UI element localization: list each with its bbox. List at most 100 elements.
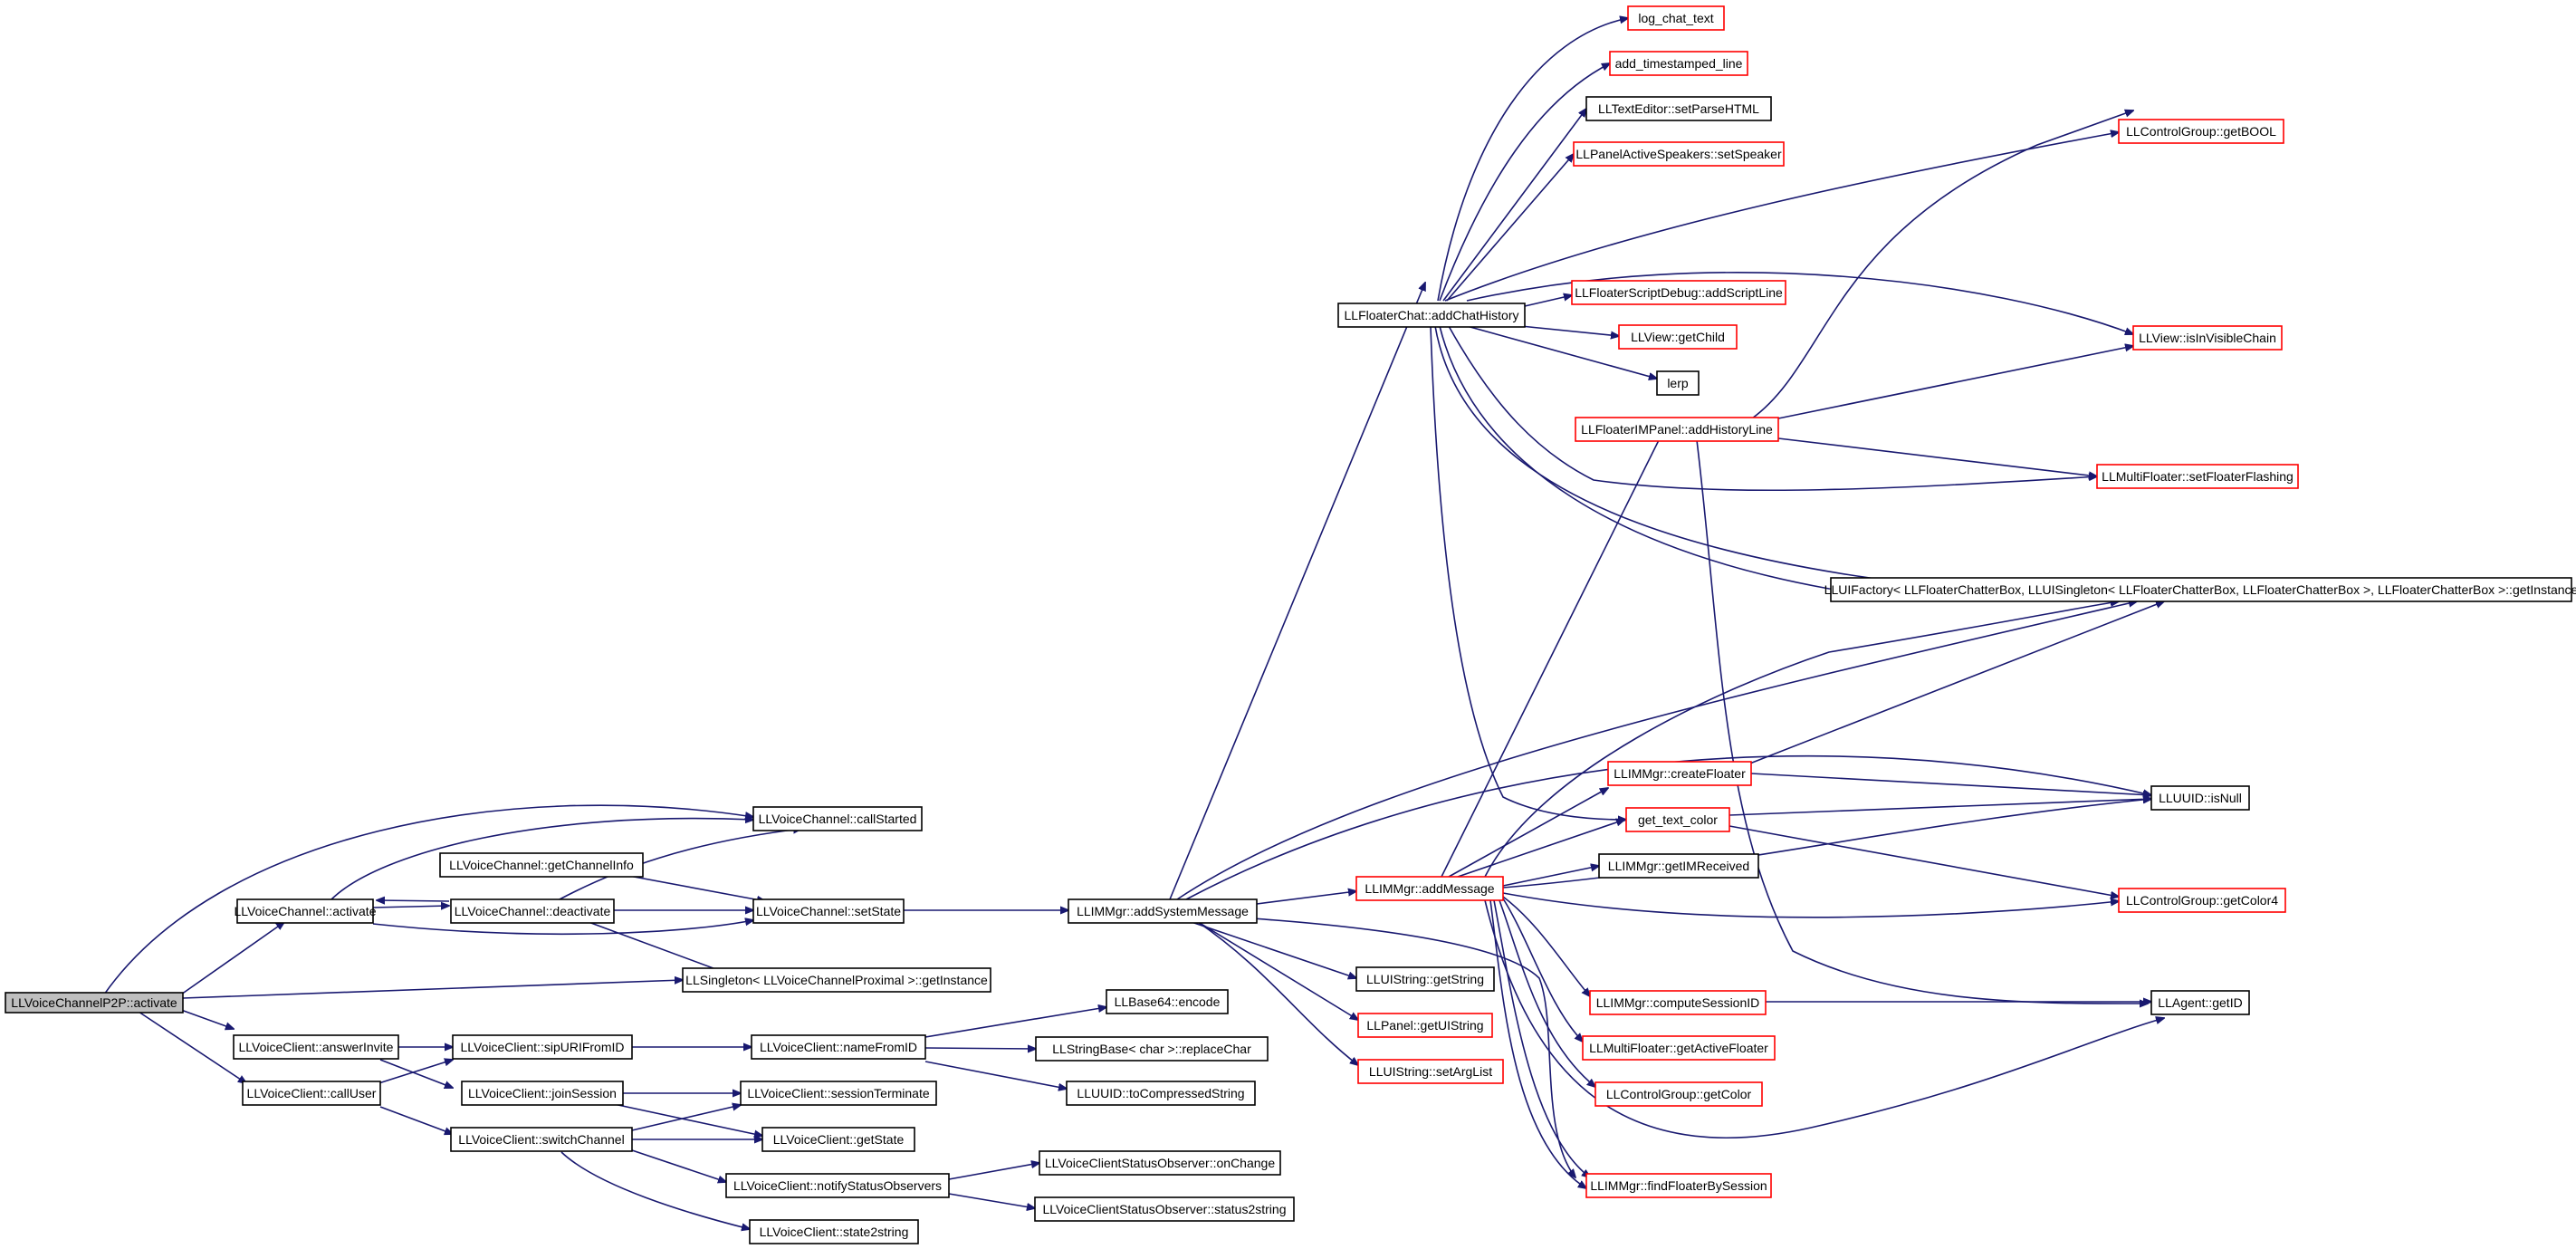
edge [180,922,284,995]
node-fimp-addhistoryline[interactable]: LLFloaterIMPanel::addHistoryLine [1575,417,1779,442]
edge [1194,919,1358,1065]
node-label: log_chat_text [1638,11,1713,25]
node-view-isinvisiblechain[interactable]: LLView::isInVisibleChain [2132,325,2283,351]
edge [1499,899,1595,1087]
edge [1489,899,1586,1188]
node-vcl-switchchannel[interactable]: LLVoiceClient::switchChannel [450,1127,633,1152]
node-agent-getid[interactable]: LLAgent::getID [2150,990,2250,1015]
node-fsd-addscriptline[interactable]: LLFloaterScriptDebug::addScriptLine [1571,280,1786,305]
node-label: LLVoiceClientStatusObserver::onChange [1045,1156,1275,1170]
node-vc-getchannelinfo[interactable]: LLVoiceChannel::getChannelInfo [439,852,644,878]
node-vcl-calluser[interactable]: LLVoiceClient::callUser [242,1081,381,1106]
node-vc-callstarted[interactable]: LLVoiceChannel::callStarted [752,806,923,831]
node-label: LLIMMgr::getIMReceived [1608,859,1749,873]
node-view-getchild[interactable]: LLView::getChild [1618,324,1738,350]
node-stringbase-replacechar[interactable]: LLStringBase< char >::replaceChar [1035,1036,1269,1062]
node-vc-activate[interactable]: LLVoiceChannel::activate [235,898,377,924]
node-cg-getbool[interactable]: LLControlGroup::getBOOL [2118,119,2284,144]
node-mf-setfloaterflashing[interactable]: LLMultiFloater::setFloaterFlashing [2096,464,2299,489]
node-vcl-state2string[interactable]: LLVoiceClient::state2string [749,1219,919,1244]
node-label: LLVoiceClient::nameFromID [760,1040,917,1054]
node-im-getimreceived[interactable]: LLIMMgr::getIMReceived [1598,853,1759,879]
node-vcl-sessionterminate[interactable]: LLVoiceClient::sessionTerminate [740,1081,937,1106]
node-mf-getactivefloater[interactable]: LLMultiFloater::getActiveFloater [1582,1035,1776,1061]
edge [924,1007,1106,1038]
node-label: LLUIString::setArgList [1369,1064,1492,1079]
edge [1747,601,2164,765]
node-cg-getcolor[interactable]: LLControlGroup::getColor [1594,1081,1763,1107]
node-te-setparsehtml[interactable]: LLTextEditor::setParseHTML [1585,96,1772,121]
node-label: LLTextEditor::setParseHTML [1598,101,1759,116]
node-root[interactable]: LLVoiceChannelP2P::activate [5,992,184,1014]
node-lerp[interactable]: lerp [1656,370,1700,396]
edge [1777,346,2133,419]
node-label: LLPanel::getUIString [1366,1018,1483,1033]
node-label: LLUUID::toCompressedString [1077,1086,1244,1100]
edge [1751,110,2133,419]
node-im-findfloaterbysession[interactable]: LLIMMgr::findFloaterBySession [1585,1173,1772,1198]
node-uistring-setarglist[interactable]: LLUIString::setArgList [1357,1059,1504,1084]
edge [1169,283,1425,900]
node-label: LLMultiFloater::setFloaterFlashing [2102,469,2294,484]
node-vcl-getstate[interactable]: LLVoiceClient::getState [761,1127,915,1152]
node-im-addmessage[interactable]: LLIMMgr::addMessage [1355,876,1504,901]
node-uuid-tocompressedstring[interactable]: LLUUID::toCompressedString [1066,1081,1256,1106]
edge [1502,896,1590,996]
edge [372,920,753,936]
edge [924,1061,1067,1089]
node-vcso-onchange[interactable]: LLVoiceClientStatusObserver::onChange [1039,1150,1281,1176]
node-cg-getcolor4[interactable]: LLControlGroup::getColor4 [2118,888,2286,913]
edge [1457,820,1624,878]
edge [1437,18,1628,302]
node-label: LLFloaterChat::addChatHistory [1345,308,1519,322]
node-vcso-status2string[interactable]: LLVoiceClientStatusObserver::status2stri… [1034,1196,1295,1222]
node-label: LLUIFactory< LLFloaterChatterBox, LLUISi… [1824,582,2576,597]
node-label: LLControlGroup::getColor4 [2126,893,2278,908]
node-pas-setspeaker[interactable]: LLPanelActiveSpeakers::setSpeaker [1573,141,1785,167]
node-uistring-getstring[interactable]: LLUIString::getString [1355,966,1495,992]
node-fc-addchathistory[interactable]: LLFloaterChat::addChatHistory [1337,303,1526,328]
node-vcl-answerinvite[interactable]: LLVoiceClient::answerInvite [233,1034,399,1060]
node-label: LLSingleton< LLVoiceChannelProximal >::g… [685,973,988,987]
edge [1502,898,1583,1042]
edge [330,819,753,900]
node-label: LLVoiceChannel::getChannelInfo [449,858,634,872]
node-uifactory-getinstance[interactable]: LLUIFactory< LLFloaterChatterBox, LLUISi… [1824,577,2576,602]
node-label: LLVoiceClient::notifyStatusObservers [733,1178,942,1193]
node-vc-deactivate[interactable]: LLVoiceChannel::deactivate [450,898,615,924]
node-log-chat-text[interactable]: log_chat_text [1627,5,1725,31]
edge [1434,325,2119,601]
edge [1444,132,2119,302]
node-vcl-sipurifromid[interactable]: LLVoiceClient::sipURIFromID [452,1034,633,1060]
node-label: LLBase64::encode [1115,994,1221,1009]
edge [1466,325,1657,379]
edge [1729,825,2119,897]
edge [1502,866,1599,887]
node-uuid-isnull[interactable]: LLUUID::isNull [2150,785,2250,811]
edge [379,1106,453,1134]
edge [1493,899,1590,1177]
node-vc-setstate[interactable]: LLVoiceChannel::setState [752,898,905,924]
node-get-text-color[interactable]: get_text_color [1625,807,1730,832]
node-vcl-joinsession[interactable]: LLVoiceClient::joinSession [461,1081,624,1106]
call-edges [103,18,2164,1229]
edge [379,1059,453,1088]
node-label: LLControlGroup::getColor [1606,1087,1752,1101]
node-im-createfloater[interactable]: LLIMMgr::createFloater [1607,761,1752,786]
node-label: LLVoiceChannelP2P::activate [11,995,177,1010]
node-panel-getuistring[interactable]: LLPanel::getUIString [1357,1013,1493,1038]
edge [1696,439,2148,1004]
node-singleton-proximal[interactable]: LLSingleton< LLVoiceChannelProximal >::g… [682,967,991,993]
node-im-addsystemmessage[interactable]: LLIMMgr::addSystemMessage [1068,898,1258,924]
edge [1185,919,1356,978]
edge [1729,799,2151,816]
node-base64-encode[interactable]: LLBase64::encode [1106,989,1229,1014]
node-vcl-namefromid[interactable]: LLVoiceClient::nameFromID [751,1034,926,1060]
edge [1524,295,1572,307]
node-vcl-notifystatusobservers[interactable]: LLVoiceClient::notifyStatusObservers [725,1173,950,1198]
node-im-computesessionid[interactable]: LLIMMgr::computeSessionID [1589,990,1767,1015]
node-add-timestamped-line[interactable]: add_timestamped_line [1609,51,1748,76]
edge [560,1151,750,1229]
node-label: LLFloaterIMPanel::addHistoryLine [1581,422,1773,437]
